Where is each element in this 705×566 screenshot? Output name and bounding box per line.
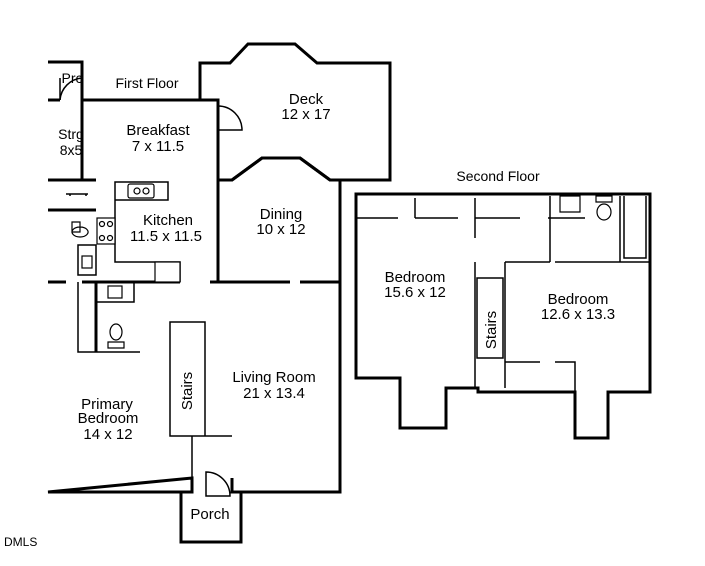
sink-drain-icon xyxy=(133,187,141,195)
label-primary: Primary xyxy=(81,396,133,413)
label-porch: Porch xyxy=(190,506,229,523)
entry-door-swing xyxy=(205,471,231,497)
label-deck-dim: 12 x 17 xyxy=(281,106,330,123)
label-bedroom-right: Bedroom xyxy=(548,291,609,308)
label-living-room-dim: 21 x 13.4 xyxy=(243,385,305,402)
primary-bath-walls xyxy=(77,282,140,353)
label-prc: Prc xyxy=(62,70,83,86)
closet-shelf xyxy=(66,193,88,196)
porch-outline xyxy=(179,492,243,544)
second-floor-outer-wall xyxy=(354,192,652,440)
label-dining-dim: 10 x 12 xyxy=(256,221,305,238)
label-living-room: Living Room xyxy=(232,369,315,386)
burner-icon xyxy=(106,220,114,228)
burner-icon xyxy=(98,234,106,242)
first-floor-interior-walls xyxy=(48,180,340,352)
label-kitchen: Kitchen xyxy=(143,212,193,229)
second-floor xyxy=(354,192,652,440)
prc-closet-wall xyxy=(48,62,96,182)
label-dining: Dining xyxy=(260,206,303,223)
label-stairs-first: Stairs xyxy=(179,372,196,410)
label-primary-bedroom: Bedroom xyxy=(78,410,139,427)
shower xyxy=(623,196,647,259)
label-kitchen-dim: 11.5 x 11.5 xyxy=(130,228,202,245)
burner-icon xyxy=(98,220,106,228)
label-stairs-second: Stairs xyxy=(483,311,500,349)
label-second-floor: Second Floor xyxy=(456,168,540,184)
label-breakfast-dim: 7 x 11.5 xyxy=(132,138,184,155)
label-deck: Deck xyxy=(289,91,324,108)
bath-fixtures xyxy=(559,195,581,213)
toilet-icon xyxy=(107,323,125,349)
second-stairs xyxy=(476,277,504,359)
label-bedroom-left-dim: 15.6 x 12 xyxy=(384,284,446,301)
label-strg-dim: 8x5 xyxy=(60,142,83,158)
deck-outline xyxy=(198,42,392,182)
sink-drain-icon xyxy=(142,187,150,195)
label-breakfast: Breakfast xyxy=(126,122,190,139)
sink-icon xyxy=(81,255,93,269)
second-floor-interior-walls xyxy=(356,196,650,392)
label-first-floor: First Floor xyxy=(116,75,179,91)
fridge xyxy=(154,261,181,283)
watermark: DMLS xyxy=(4,535,37,549)
label-primary-dim: 14 x 12 xyxy=(83,426,132,443)
breakfast-door-swing xyxy=(217,105,243,131)
label-bedroom-right-dim: 12.6 x 13.3 xyxy=(541,306,615,323)
first-floor xyxy=(47,42,392,544)
kitchen-sink xyxy=(127,183,155,199)
toilet-icon xyxy=(595,195,613,221)
stove xyxy=(96,217,116,245)
sink-icon xyxy=(107,285,123,299)
burner-icon xyxy=(106,234,114,242)
first-floor-stairs xyxy=(169,321,232,437)
half-bath-fixtures xyxy=(77,244,97,276)
label-strg: Strg xyxy=(58,126,84,142)
toilet-icon xyxy=(71,221,89,238)
label-bedroom-left: Bedroom xyxy=(385,269,446,286)
